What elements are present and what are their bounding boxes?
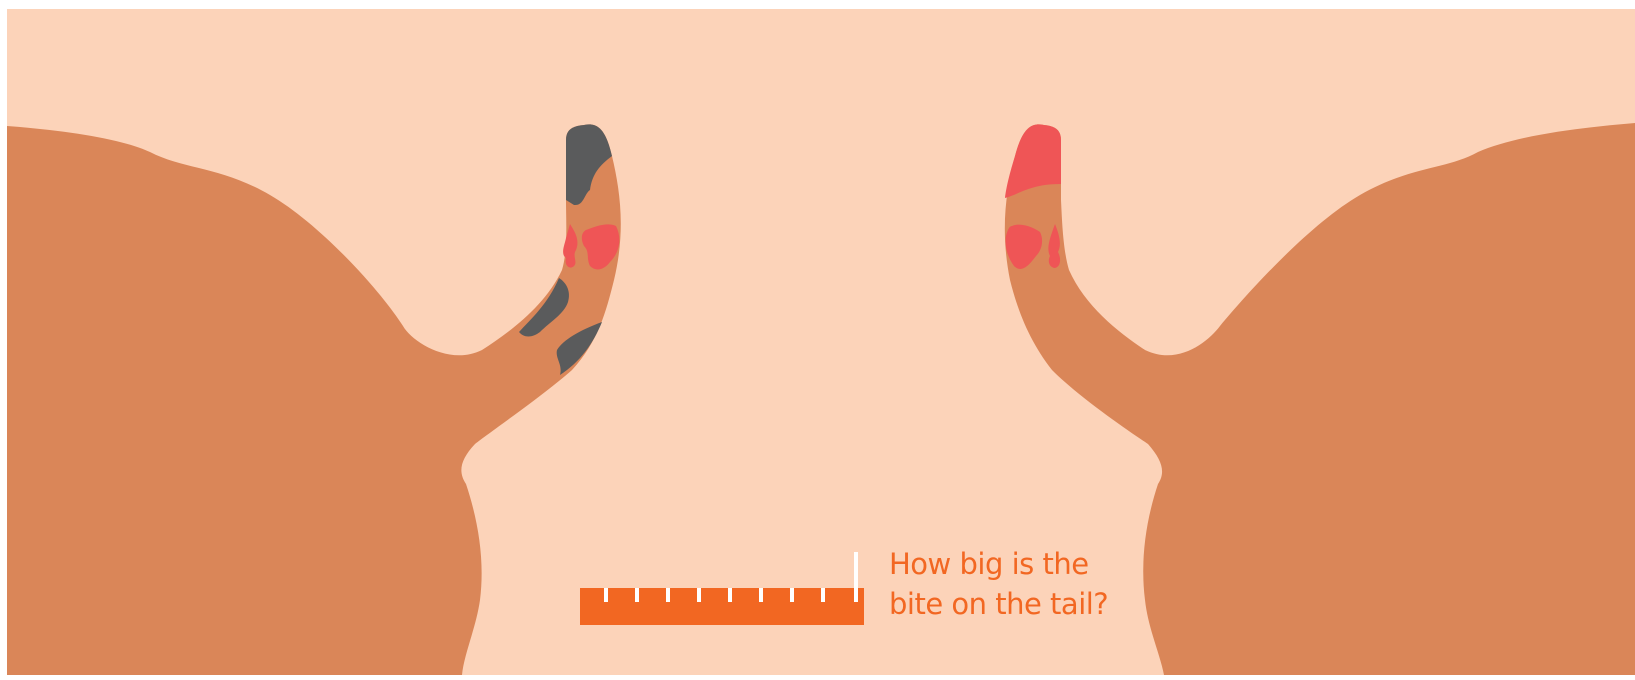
- ruler-tick: [666, 588, 670, 602]
- ruler-tick: [790, 588, 794, 602]
- caption-line-1: How big is the: [889, 544, 1108, 584]
- ruler-tick: [821, 588, 825, 602]
- ruler-tick: [604, 588, 608, 602]
- ruler-tick: [759, 588, 763, 602]
- caption-line-2: bite on the tail?: [889, 584, 1108, 624]
- ruler-tick-long: [854, 552, 858, 602]
- ruler-tick: [728, 588, 732, 602]
- ruler-tick: [635, 588, 639, 602]
- caption: How big is the bite on the tail?: [889, 544, 1108, 624]
- ruler-tick: [697, 588, 701, 602]
